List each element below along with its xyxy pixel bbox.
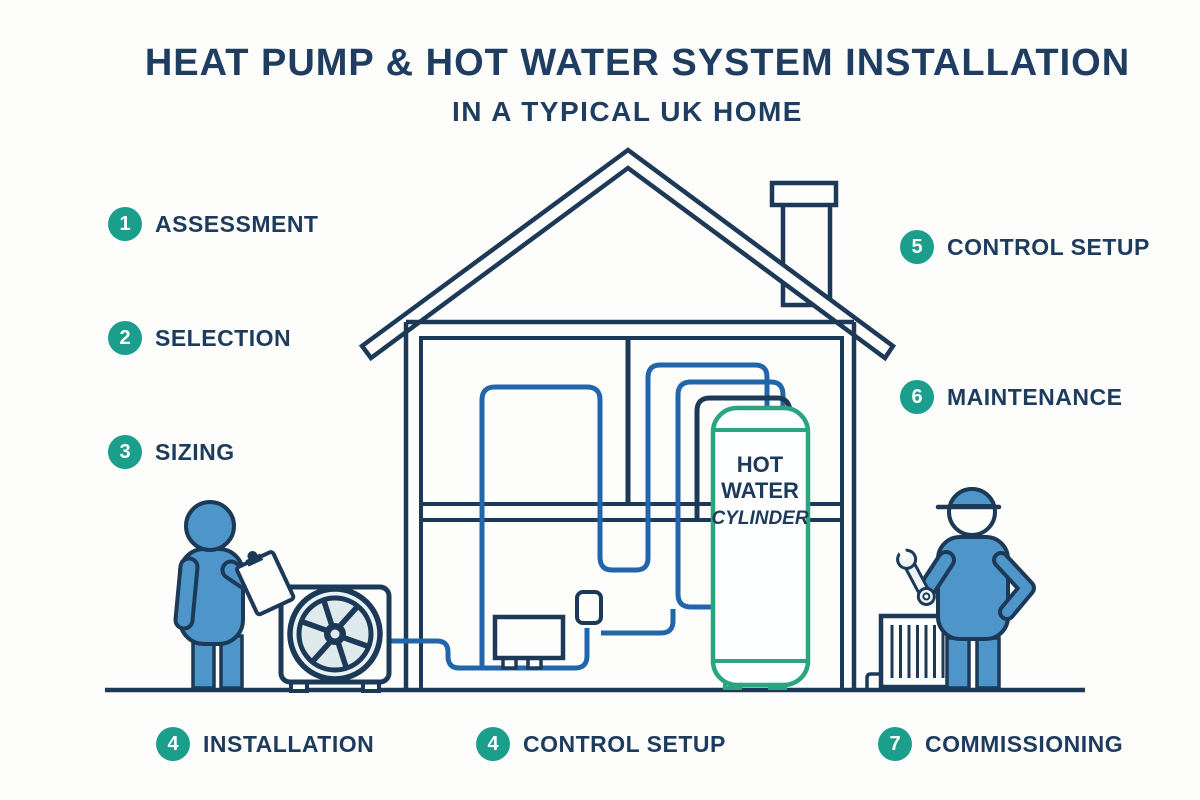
- step-6-label: MAINTENANCE: [947, 383, 1123, 410]
- step-6-badge: 6: [900, 380, 934, 414]
- step-maintenance: 6 MAINTENANCE: [900, 380, 1122, 414]
- step-3-badge: 3: [108, 435, 142, 469]
- roof: [358, 147, 897, 362]
- step-4b-badge: 4: [476, 727, 510, 761]
- page-subtitle: IN A TYPICAL UK HOME: [452, 96, 803, 127]
- step-5-label: CONTROL SETUP: [947, 233, 1150, 260]
- fan-icon: [287, 586, 383, 682]
- step-7-label: COMMISSIONING: [925, 730, 1124, 757]
- step-assessment: 1 ASSESSMENT: [108, 207, 318, 241]
- page-title: HEAT PUMP & HOT WATER SYSTEM INSTALLATIO…: [144, 42, 1131, 84]
- step-installation: 4 INSTALLATION: [156, 727, 374, 761]
- step-sizing: 3 SIZING: [108, 435, 235, 469]
- pipe-heat-pump-feed: [389, 628, 590, 671]
- technician-figure: [896, 487, 1036, 690]
- step-4-badge: 4: [156, 727, 190, 761]
- step-2-label: SELECTION: [155, 324, 292, 351]
- step-commissioning: 7 COMMISSIONING: [878, 727, 1123, 761]
- cylinder-label-line3: CYLINDER: [711, 508, 808, 529]
- step-control-setup-bottom: 4 CONTROL SETUP: [476, 727, 726, 761]
- step-2-badge: 2: [108, 321, 142, 355]
- hot-water-cylinder: HOT WATER CYLINDER: [710, 405, 811, 690]
- step-control-setup-right: 5 CONTROL SETUP: [900, 230, 1150, 264]
- step-3-label: SIZING: [155, 438, 235, 465]
- wrench-icon: [896, 545, 936, 606]
- pipe-dark-loop: [694, 395, 793, 521]
- step-5-badge: 5: [900, 230, 934, 264]
- pipe-cylinder-feed: [675, 379, 786, 610]
- step-4-label: INSTALLATION: [203, 730, 375, 757]
- step-1-badge: 1: [108, 207, 142, 241]
- step-4b-label: CONTROL SETUP: [523, 730, 726, 757]
- heat-pump-icon: [278, 584, 392, 693]
- thermostat: [575, 590, 603, 625]
- step-7-badge: 7: [878, 727, 912, 761]
- pipes: [389, 362, 793, 671]
- cap-icon: [947, 487, 997, 508]
- indoor-unit: [492, 614, 566, 670]
- surveyor-head: [184, 500, 236, 552]
- step-selection: 2 SELECTION: [108, 321, 291, 355]
- cylinder-label-line2: WATER: [721, 478, 799, 503]
- pipe-left-loop: [479, 362, 770, 668]
- step-1-label: ASSESSMENT: [155, 210, 319, 237]
- surveyor-figure: [173, 500, 296, 690]
- pipe-connector: [601, 609, 676, 636]
- cylinder-label-line1: HOT: [737, 452, 784, 477]
- clipboard-icon: [235, 550, 296, 617]
